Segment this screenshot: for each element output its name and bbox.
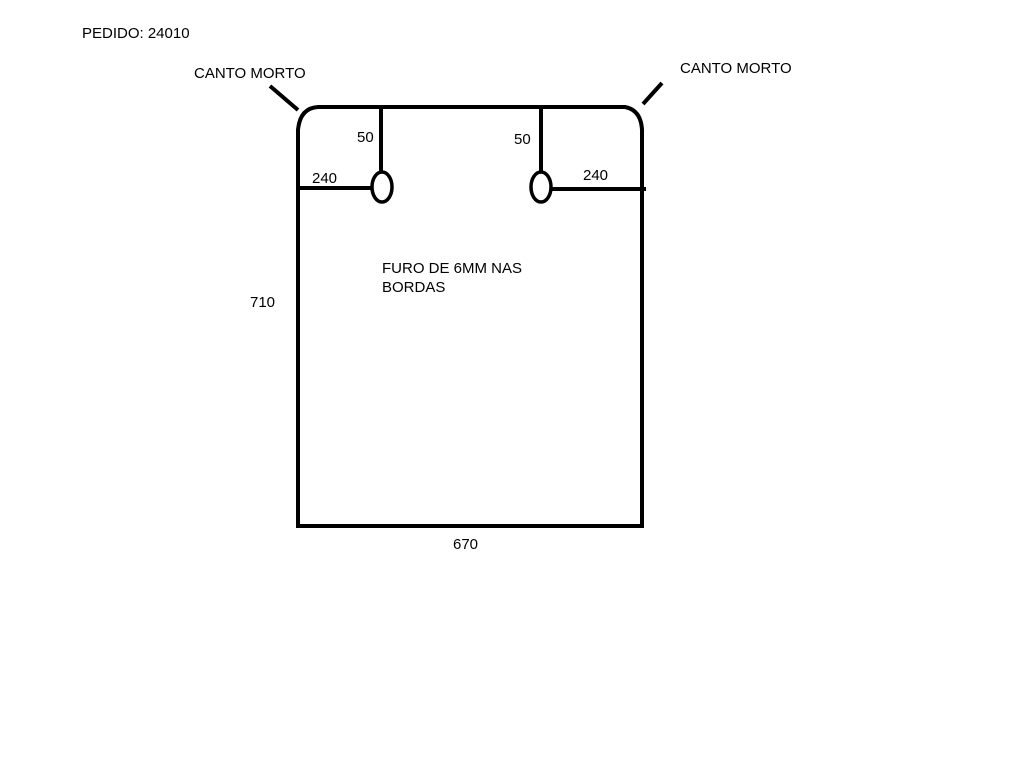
dead-corner-right-label: CANTO MORTO [680,60,792,77]
dimension-top-right: 50 [514,131,531,148]
hole-right-circle [529,170,553,204]
dead-corner-leader-right [641,81,664,106]
dimension-width: 670 [453,536,479,553]
dead-corner-left-label: CANTO MORTO [194,65,306,82]
dimension-top-left: 50 [357,129,374,146]
panel-outline [296,105,644,528]
order-number-label: PEDIDO: 24010 [82,25,190,42]
dimension-side-left: 240 [312,170,338,187]
dead-corner-leader-left [268,84,300,112]
dimension-height: 710 [250,294,276,311]
dimension-side-right: 240 [583,167,609,184]
hole-left-circle [370,170,394,204]
hole-note: FURO DE 6MM NAS BORDAS [382,260,523,296]
